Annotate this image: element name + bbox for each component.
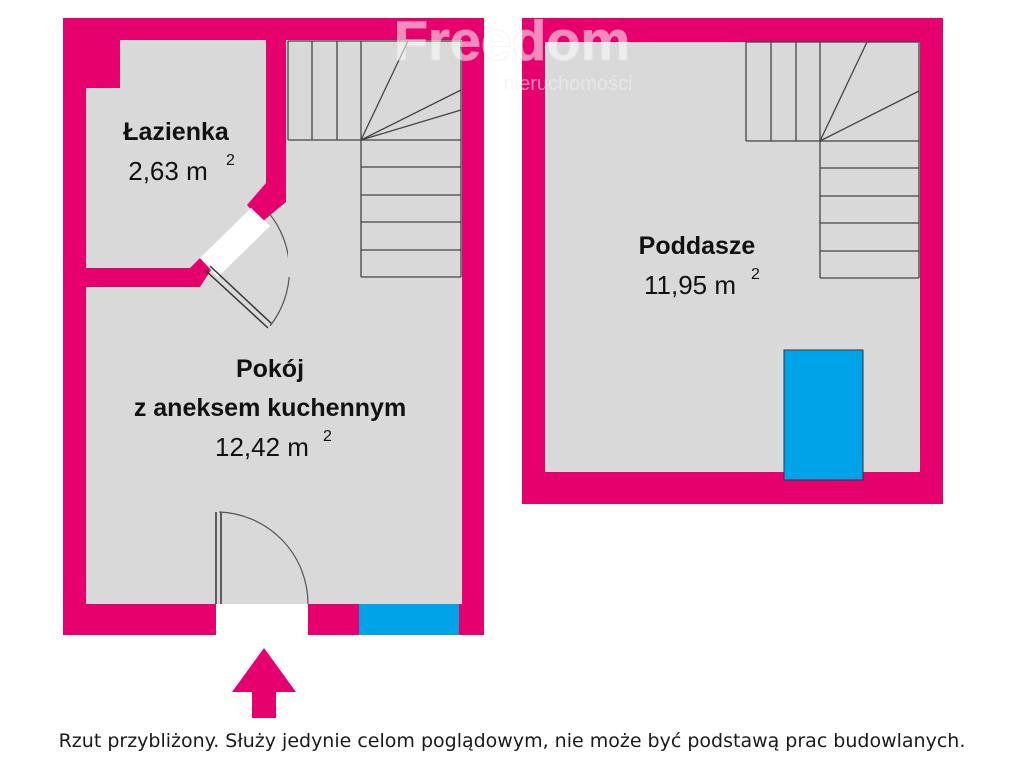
bathroom-name: Łazienka	[123, 118, 230, 146]
bathroom-door-leaf-edge	[209, 265, 273, 325]
entrance-arrow-icon	[232, 648, 296, 718]
watermark-sub: nieruchomości	[504, 73, 633, 95]
attic-name: Poddasze	[639, 232, 756, 260]
bathroom-area: 2,63 m	[128, 156, 208, 186]
watermark-brand: Freedom	[394, 9, 631, 72]
attic-area: 11,95 m	[644, 270, 736, 300]
bathroom-diagonal-wall	[247, 183, 286, 222]
attic-area-sup: 2	[751, 266, 760, 283]
watermark: Freedom nieruchomości	[393, 9, 633, 96]
bathroom-door-opening	[200, 208, 270, 277]
living-room-area-sup: 2	[323, 428, 332, 445]
bathroom-door-leaf	[204, 269, 269, 329]
living-room-name-line2: z aneksem kuchennym	[134, 394, 406, 422]
living-room-name-line1: Pokój	[236, 355, 304, 383]
attic-stairs	[745, 41, 920, 279]
living-room-area: 12,42 m	[215, 432, 309, 462]
attic-roof-window	[783, 349, 864, 481]
ground-floor-window	[359, 604, 459, 635]
bathroom-area-sup: 2	[226, 152, 235, 169]
disclaimer-text: Rzut przybliżony. Służy jedynie celom po…	[58, 730, 966, 752]
bathroom-horizontal-wall	[86, 258, 211, 287]
entrance-door-opening	[216, 604, 308, 635]
ground-floor-stairs	[287, 40, 462, 278]
entrance-door-swing	[218, 511, 309, 605]
attic-plan	[522, 18, 943, 504]
bathroom-vertical-wall	[266, 40, 286, 187]
bathroom-corner-wall	[86, 40, 120, 88]
ground-floor-plan	[63, 18, 484, 635]
